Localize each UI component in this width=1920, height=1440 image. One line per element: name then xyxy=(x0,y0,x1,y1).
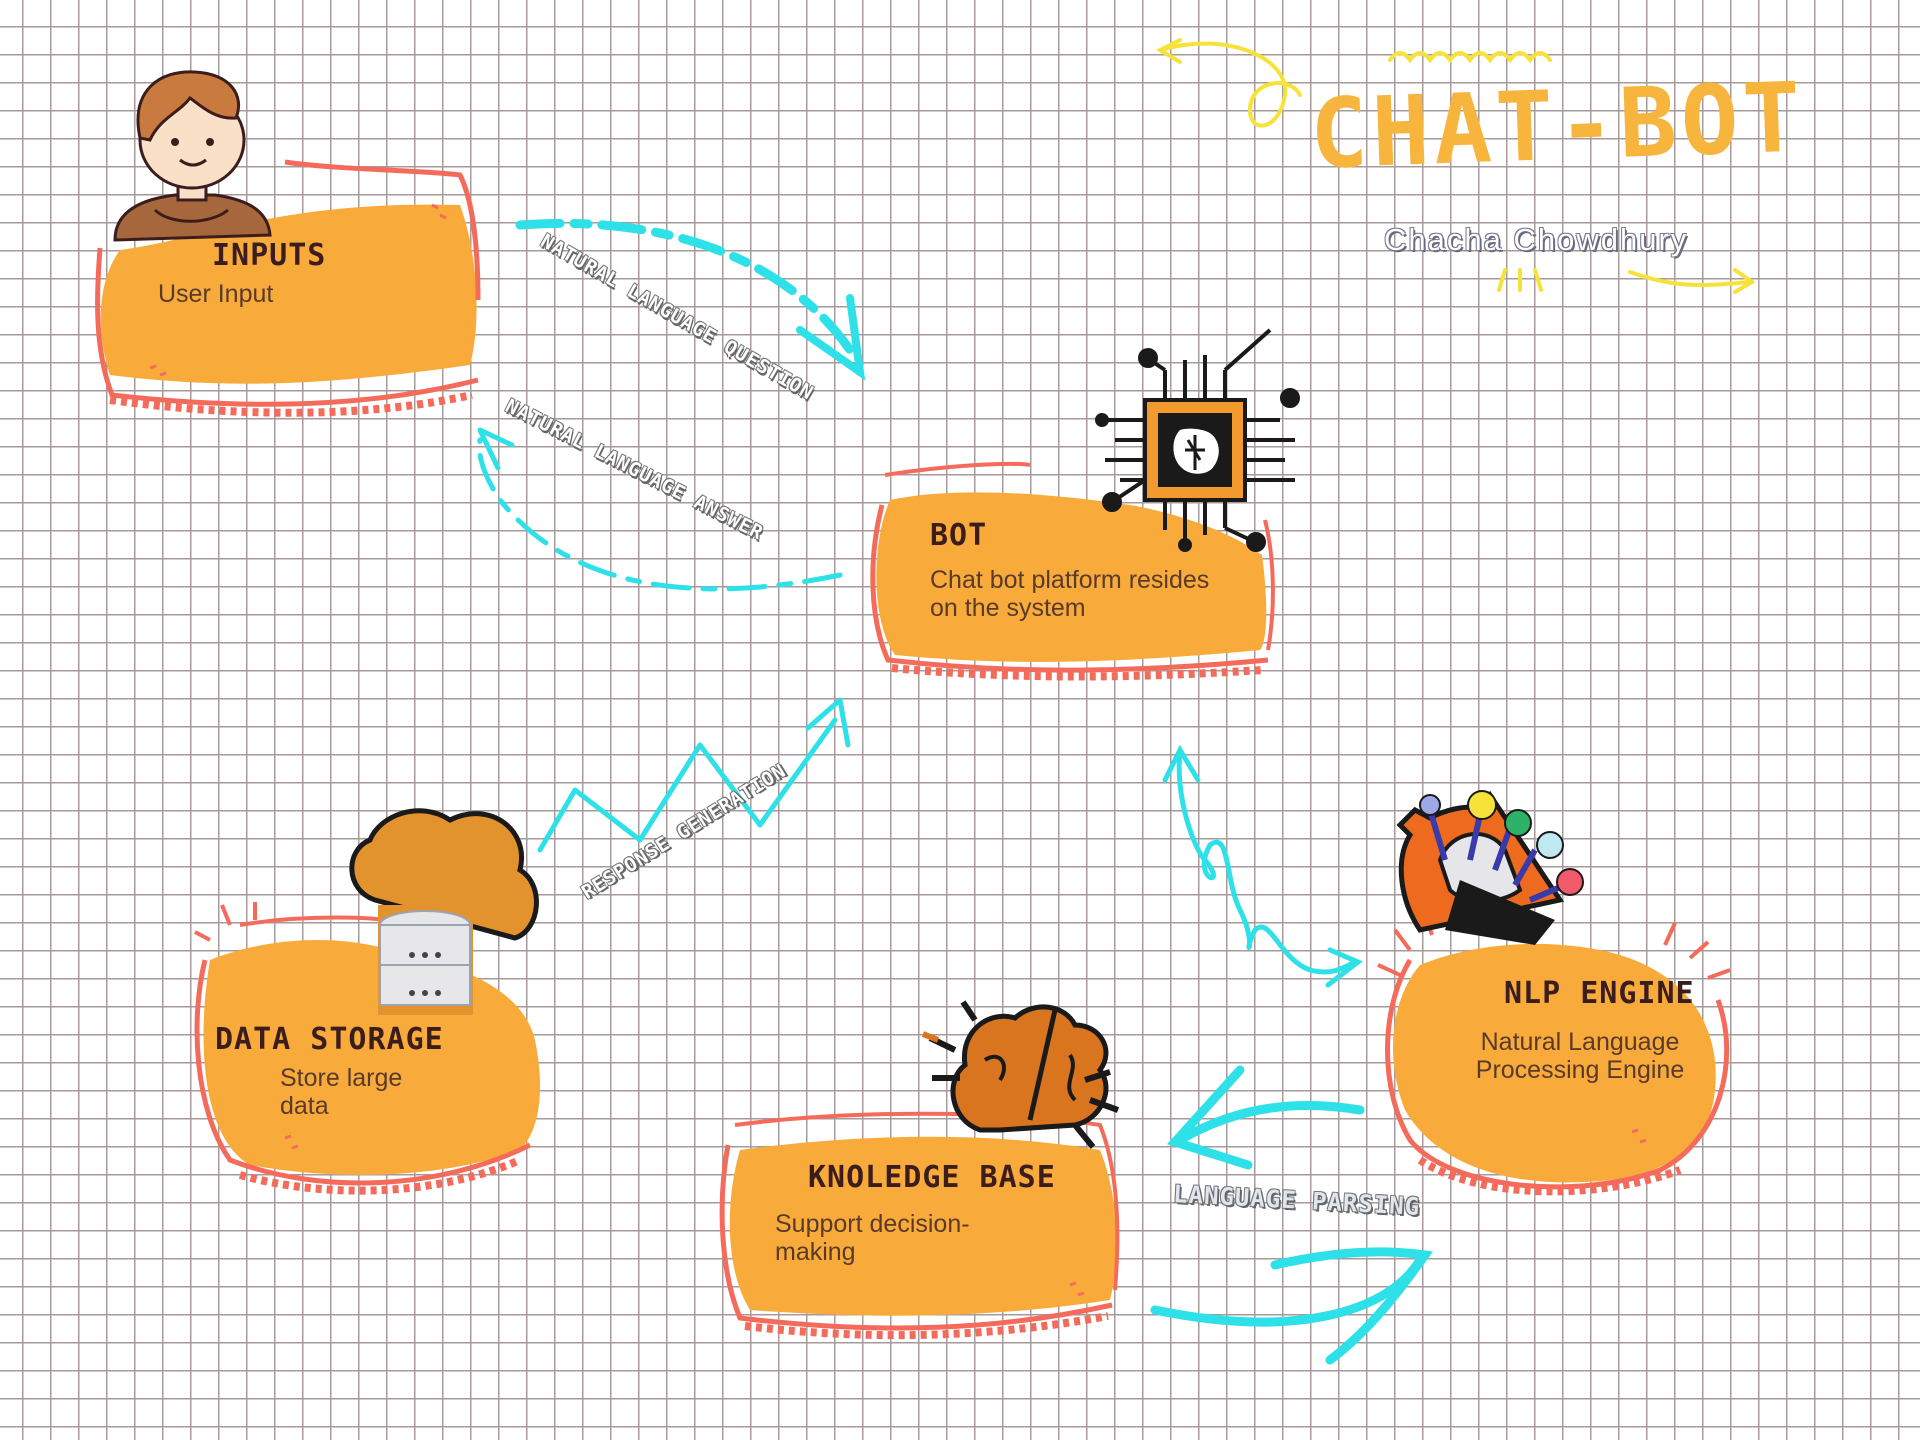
inputs-body: User Input xyxy=(158,280,274,308)
data-storage-title: DATA STORAGE xyxy=(215,1022,444,1057)
nlp-engine-card xyxy=(1377,910,1731,1196)
knowledge-base-title: KNOLEDGE BASE xyxy=(808,1160,1056,1195)
data-storage-body: Store large data xyxy=(280,1064,403,1120)
knowledge-base-body: Support decision-making xyxy=(775,1210,970,1266)
nlp-bot-arrow xyxy=(1162,744,1363,988)
database-cloud-icon xyxy=(349,808,539,1015)
answer-arrow xyxy=(476,427,843,592)
inputs-title: INPUTS xyxy=(212,238,327,273)
nlp-engine-title: NLP ENGINE xyxy=(1504,976,1695,1011)
nlp-engine-body: Natural Language Processing Engine xyxy=(1475,1028,1685,1084)
bot-body: Chat bot platform resides on the system xyxy=(930,566,1210,622)
user-avatar-icon xyxy=(113,70,272,242)
knowledge-base-card xyxy=(719,1111,1120,1340)
brain-icon xyxy=(921,1000,1120,1149)
title-decoration xyxy=(1155,38,1756,294)
gear-nodes-icon xyxy=(1396,790,1584,945)
bot-card xyxy=(870,461,1275,681)
inputs-card xyxy=(95,159,481,417)
diagram-subtitle: Chacha Chowdhury xyxy=(1384,222,1689,257)
parsing-arrows xyxy=(1150,1065,1433,1365)
ai-chip-icon xyxy=(1095,328,1300,552)
question-arrow xyxy=(515,218,866,381)
diagram-title: CHAT-BOT xyxy=(1308,61,1807,191)
bot-title: BOT xyxy=(930,518,988,553)
response-arrow xyxy=(537,697,851,853)
